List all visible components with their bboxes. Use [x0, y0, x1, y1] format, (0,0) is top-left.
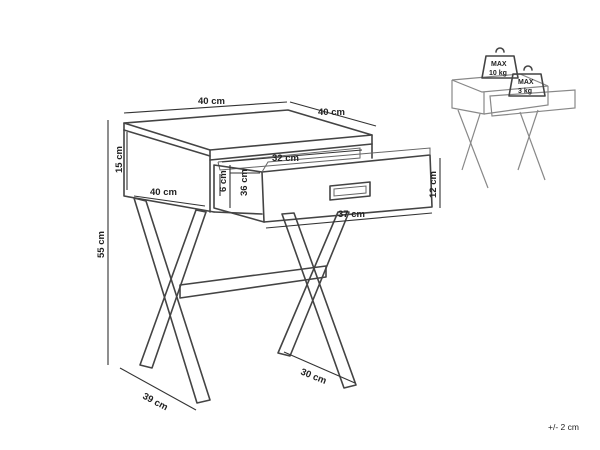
- drawer-front: [261, 154, 433, 223]
- dim-top-height: 15 cm: [114, 146, 125, 173]
- top-max-label: MAX: [491, 61, 507, 68]
- drawer-handle-icon: [329, 181, 371, 201]
- dim-drawer-inner-depth: 36 cm: [239, 169, 250, 196]
- bedside-table-drawing: [123, 109, 433, 404]
- dimension-lines: 40 cm 40 cm 15 cm 40 cm 55 cm 32 cm 36 c…: [96, 96, 441, 413]
- dim-front-width: 40 cm: [150, 187, 177, 198]
- load-limits-thumbnail: MAX 10 kg MAX 3 kg: [451, 47, 576, 189]
- dim-drawer-height: 12 cm: [428, 171, 439, 198]
- drawer-max-value: 3 kg: [518, 88, 532, 95]
- table-body-left: [123, 129, 215, 213]
- dim-drawer-inner-height: 6 cm: [218, 170, 229, 192]
- dim-leg-span-depth: 39 cm: [141, 391, 170, 413]
- dim-top-width: 40 cm: [198, 96, 225, 107]
- top-max-value: 10 kg: [489, 70, 507, 77]
- dim-total-height: 55 cm: [96, 231, 107, 258]
- drawer-max-label: MAX: [518, 79, 534, 86]
- weight-3kg-icon: MAX 3 kg: [508, 65, 546, 97]
- weight-10kg-icon: MAX 10 kg: [481, 47, 519, 79]
- dim-drawer-inner-width: 32 cm: [272, 153, 299, 164]
- dim-top-depth: 40 cm: [318, 107, 345, 118]
- tolerance-note: +/- 2 cm: [548, 422, 579, 432]
- dim-drawer-width: 37 cm: [338, 209, 365, 220]
- legs-front: [133, 197, 357, 404]
